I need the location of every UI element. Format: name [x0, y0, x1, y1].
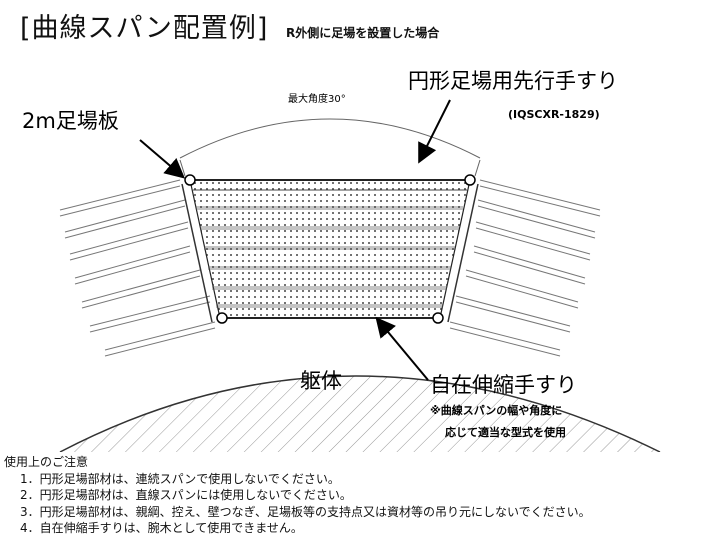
notes-heading: 使用上のご注意 — [4, 455, 89, 469]
telescopic-label: 自在伸縮手すり — [430, 373, 577, 397]
page-subtitle: R外側に足場を設置した場合 — [286, 26, 440, 40]
telescopic-leader-arrow — [375, 316, 429, 381]
telescopic-note-2: 応じて適当な型式を使用 — [445, 425, 566, 439]
note-item: 4．自在伸縮手すりは、腕木として使用できません。 — [20, 521, 303, 535]
angle-label: 最大角度30° — [288, 92, 346, 105]
note-item: 1．円形足場部材は、連続スパンで使用しないでください。 — [20, 471, 340, 486]
left-side-boards — [59, 179, 216, 357]
handrail-label: 円形足場用先行手すり — [408, 69, 618, 93]
right-side-boards — [449, 179, 601, 357]
handrail-leader-arrow — [418, 99, 451, 164]
board-label: 2m足場板 — [22, 109, 119, 133]
curved-span-diagram: 最大角度30° 2m足場板 円形足場用先行手すり (IQSCXR-1829) 躯… — [22, 69, 661, 452]
body-label: 躯体 — [300, 369, 342, 393]
board-leader-arrow — [139, 139, 186, 179]
angle-arc — [179, 118, 481, 177]
usage-notes: 使用上のご注意 1．円形足場部材は、連続スパンで使用しないでください。 2．円形… — [4, 454, 591, 537]
note-item: 2．円形足場部材は、直線スパンには使用しないでください。 — [20, 488, 352, 502]
building-body-hatch — [59, 375, 661, 452]
handrail-code: (IQSCXR-1829) — [508, 108, 600, 121]
curved-span-deck — [181, 179, 479, 323]
telescopic-note-1: ※曲線スパンの幅や角度に — [430, 403, 562, 417]
page-title: [曲線スパン配置例] — [20, 13, 269, 44]
clamp-fittings — [184, 174, 476, 324]
note-item: 3．円形足場部材は、親綱、控え、壁つなぎ、足場板等の支持点又は資材等の吊り元にし… — [20, 504, 591, 519]
